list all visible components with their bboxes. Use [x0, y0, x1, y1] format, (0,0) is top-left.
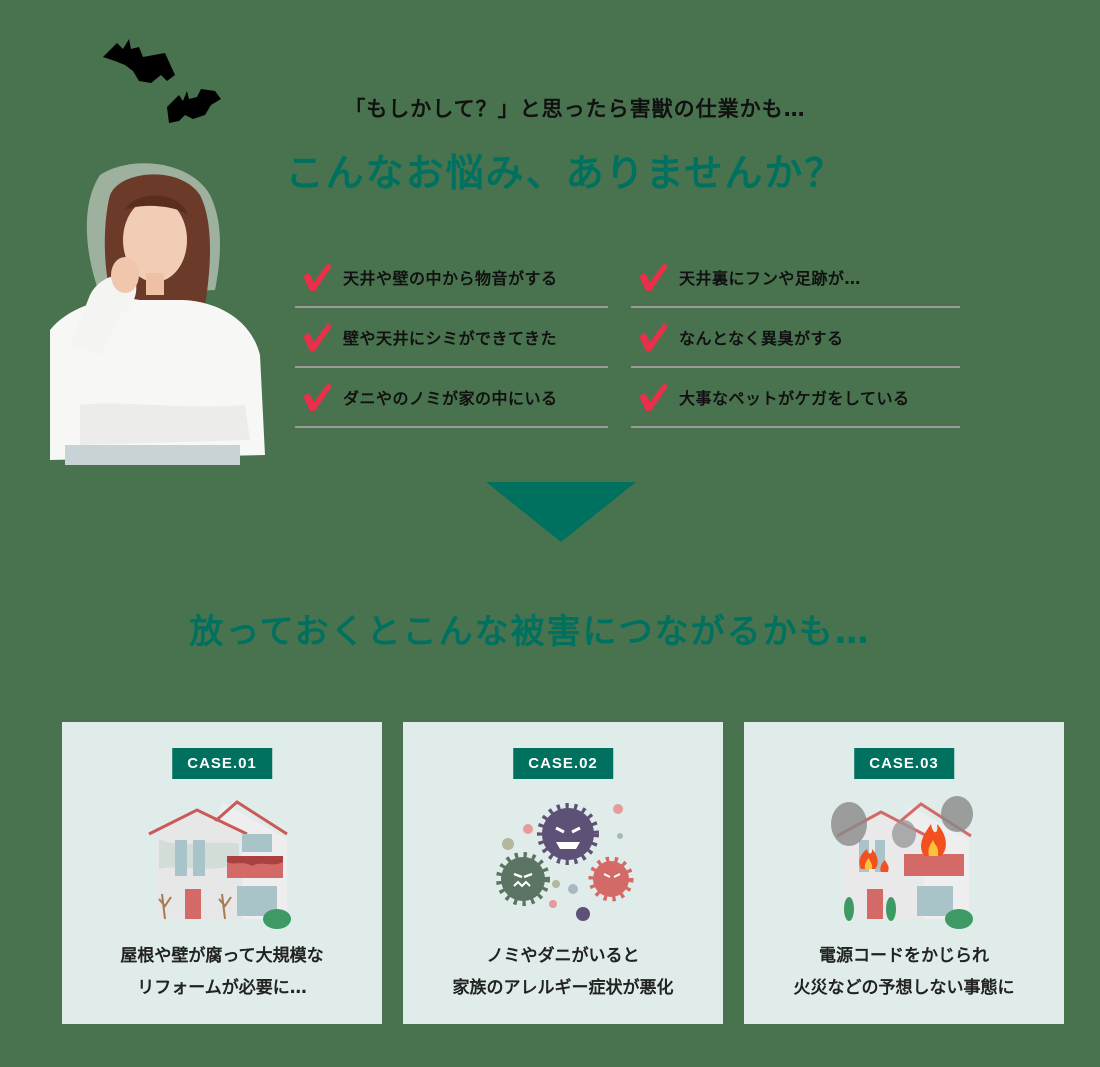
- case-badge: CASE.03: [854, 748, 954, 779]
- case-badge: CASE.01: [172, 748, 272, 779]
- case-card-01: CASE.01 屋根や壁が腐って大規模な リフォームが必要に…: [62, 722, 382, 1024]
- bats-icon: [103, 39, 221, 123]
- check-icon: [303, 323, 332, 351]
- subtitle: 「もしかして？」と思ったら害獣の仕業かも…: [344, 97, 806, 121]
- germs-icon: [496, 803, 634, 921]
- checklist-item: 壁や天井にシミができてきた: [295, 308, 608, 368]
- case-description: 屋根や壁が腐って大規模な リフォームが必要に…: [120, 946, 324, 998]
- checklist-item: 天井裏にフンや足跡が…: [631, 248, 960, 308]
- page-title: こんなお悩み、ありませんか？: [285, 151, 845, 195]
- damage-headline: 放っておくとこんな被害につながるかも…: [189, 612, 871, 652]
- damaged-house-icon: [148, 800, 291, 929]
- case-cards: CASE.01 屋根や壁が腐って大規模な リフォームが必要に… CASE.02: [62, 722, 1064, 1024]
- check-icon: [639, 383, 668, 411]
- case-description: 電源コードをかじられ 火災などの予想しない事態に: [793, 946, 1015, 998]
- check-icon: [639, 263, 668, 291]
- down-triangle-icon: [486, 482, 636, 542]
- case-badge: CASE.02: [513, 748, 613, 779]
- check-icon: [303, 383, 332, 411]
- checklist-item: なんとなく異臭がする: [631, 308, 960, 368]
- concern-checklist: 天井や壁の中から物音がする 天井裏にフンや足跡が… 壁や天井にシミができてきた …: [295, 248, 960, 428]
- burning-house-icon: [831, 796, 973, 929]
- check-icon: [639, 323, 668, 351]
- checklist-item: 天井や壁の中から物音がする: [295, 248, 608, 308]
- worried-woman-photo: [50, 163, 265, 465]
- case-card-02: CASE.02 ノミやダニがいると 家族のアレルギー症状が悪化: [403, 722, 723, 1024]
- checklist-item: 大事なペットがケガをしている: [631, 368, 960, 428]
- check-icon: [303, 263, 332, 291]
- case-description: ノミやダニがいると 家族のアレルギー症状が悪化: [452, 946, 674, 998]
- case-card-03: CASE.03 電源コードをかじられ 火災などの予想しない事態に: [744, 722, 1064, 1024]
- checklist-item: ダニやのノミが家の中にいる: [295, 368, 608, 428]
